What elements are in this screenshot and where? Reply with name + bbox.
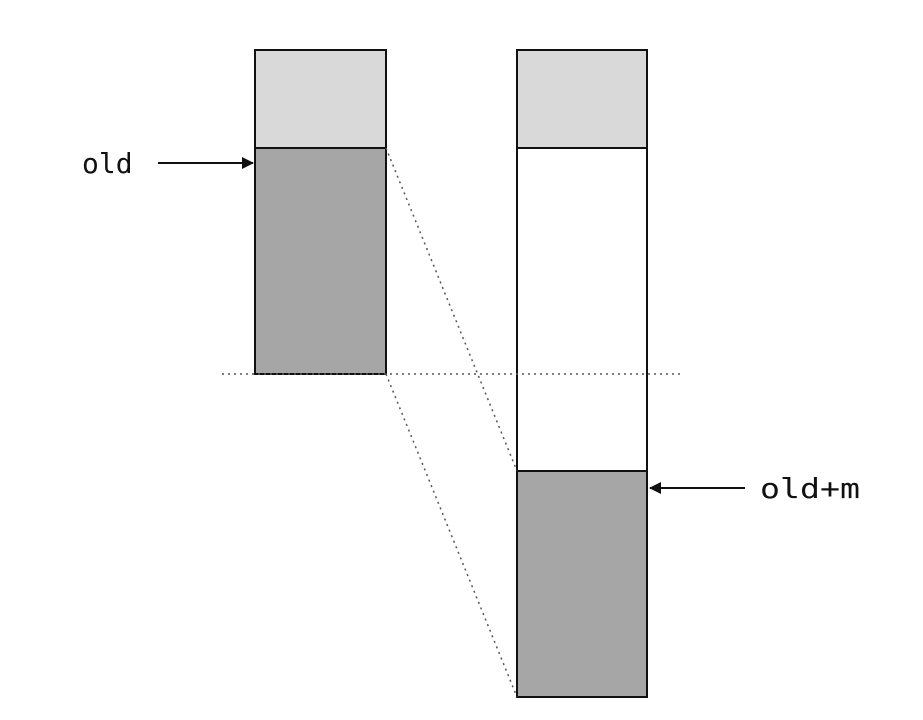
right-block-empty-region (516, 147, 648, 472)
projection-line-bottom (385, 373, 518, 698)
projection-line-top (385, 147, 518, 472)
left-block-top-region (254, 49, 387, 149)
left-block-old-region (254, 147, 387, 375)
old-label: old (82, 147, 133, 180)
right-block-top-region (516, 49, 648, 149)
right-block-moved-region (516, 470, 648, 698)
old-plus-m-label: old+m (760, 472, 860, 505)
